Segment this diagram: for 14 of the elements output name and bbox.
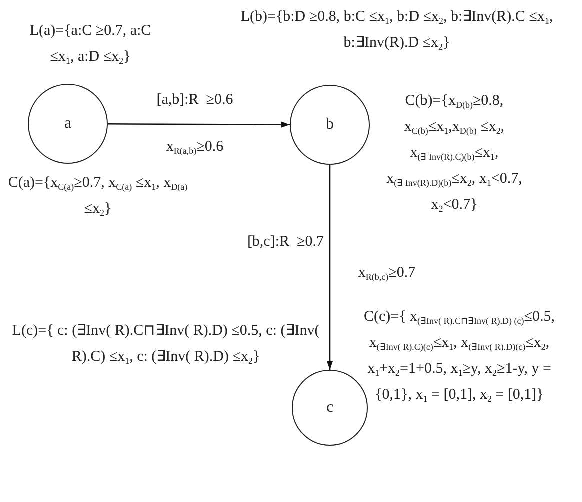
formula-text: L(a)={a:C ≥0.7, a:C ≤x$_{1}$, a:D ≤x$_{2}$} — [28, 22, 152, 68]
circle-node: c — [292, 370, 368, 446]
formula-text: x$_{R(a,b)}$≥0.6 — [166, 138, 224, 156]
arrow — [326, 165, 334, 370]
edge-label: [a,b]:R ≥0.6 — [156, 91, 234, 109]
formula-text: L(b)={b:D ≥0.8, b:C ≤x$_{1}$, b:D ≤x$_{2}$, b:∃Inv(R).C ≤x$_{1}$, b:∃Inv(R).D ≤x$_{2}$} — [240, 8, 554, 54]
arrow — [108, 122, 290, 128]
formula-text: L(c)={ c: (∃Inv( R).C⊓∃Inv( R).D) ≤0.5, c: (∃Inv( R).C) ≤x$_{1}$, c: (∃Inv( R).D) ≤x$_{2}$} — [11, 322, 321, 368]
edge-label: [b,c]:R ≥0.7 — [247, 233, 324, 251]
circle-node: b — [290, 85, 370, 165]
circle-node: a — [28, 84, 108, 164]
formula-text: x$_{R(b,c)}$≥0.7 — [358, 264, 416, 282]
formula-text: C(b)={x$_{D(b)}$≥0.8, x$_{C(b)}$≤x$_{1}$,x$_{D(b)}$ ≤x$_{2}$, x$_{(∃ Inv(R).C)(b)}$≤x$_{1}$, x$_{(∃ Inv(R).D)(b)}$≤x$_{2}$, x$_{1}$<0.7, x$_{2}$<0.7} — [386, 92, 524, 216]
formula-text: C(a)={x$_{C(a)}$≥0.7, x$_{C(a)}$ ≤x$_{1}$, x$_{D(a)}$ ≤x$_{2}$} — [8, 174, 188, 220]
